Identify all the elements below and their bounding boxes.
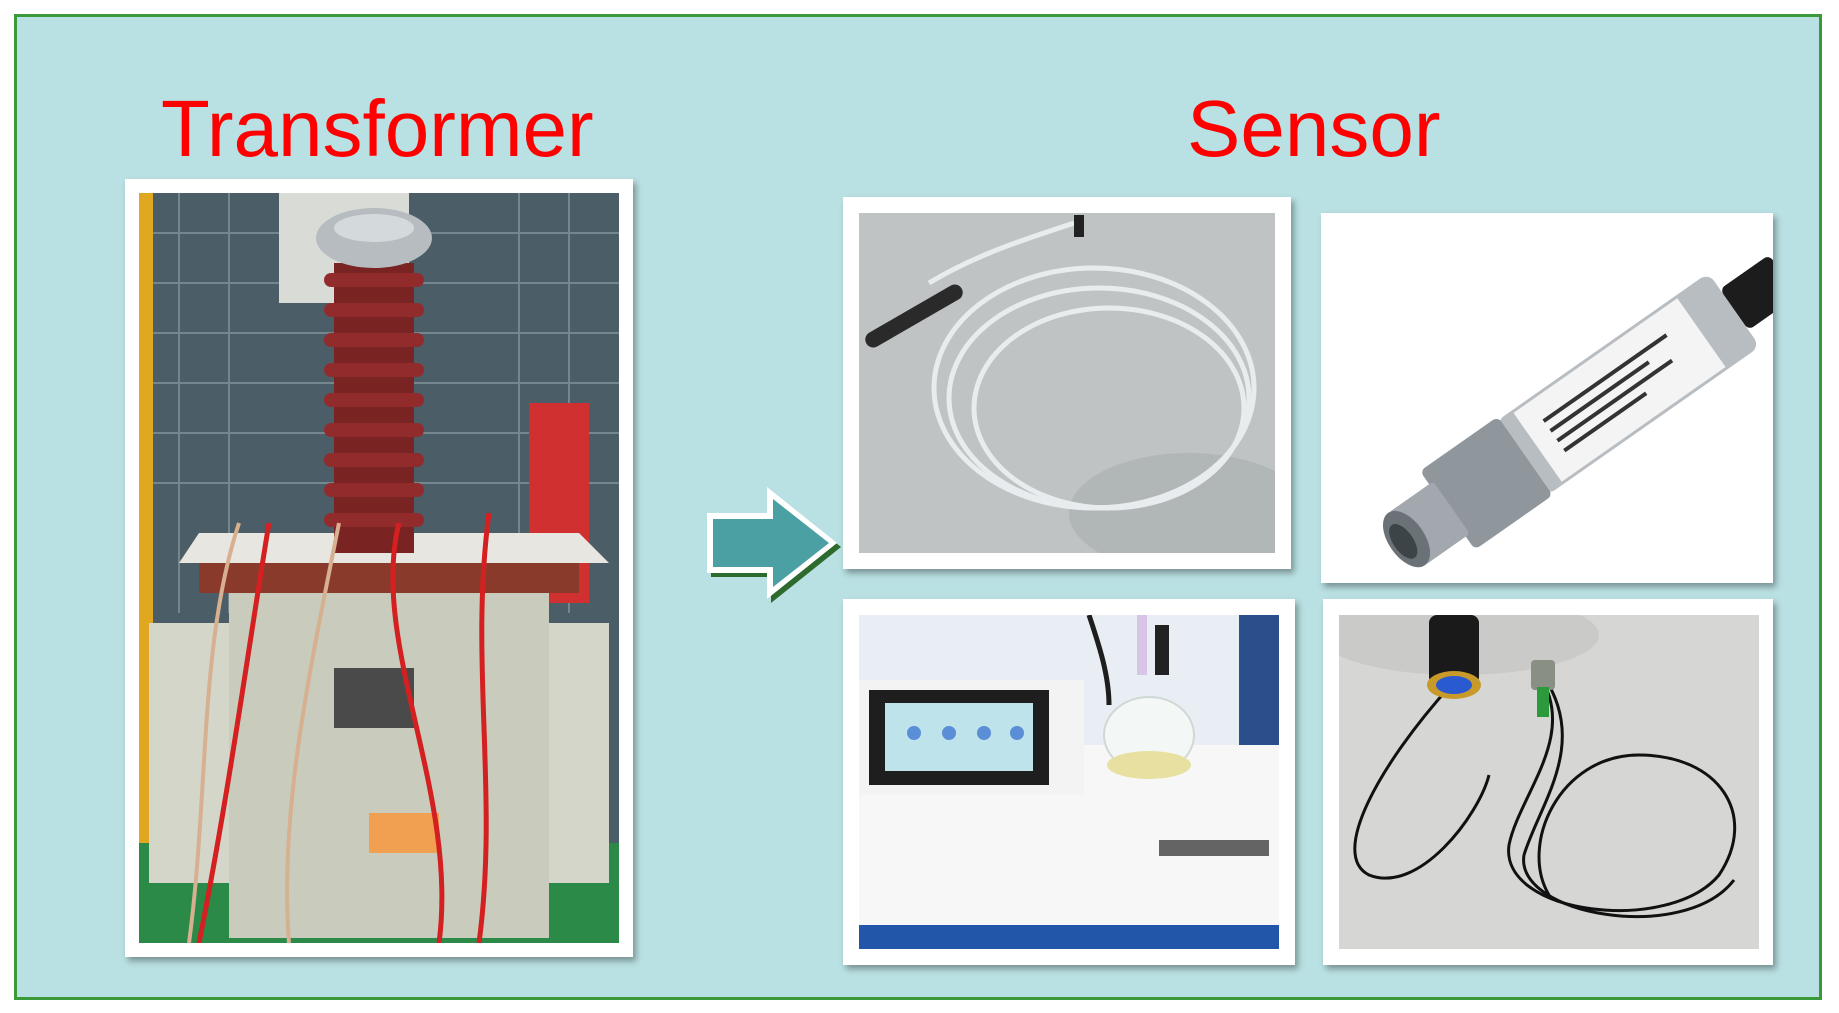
transformer-heading: Transformer xyxy=(161,84,594,173)
sensor-heading: Sensor xyxy=(1187,84,1441,173)
temperature-probe-image xyxy=(859,213,1275,553)
right-arrow-icon xyxy=(707,487,841,603)
transformer-photo-image xyxy=(139,193,619,943)
fiber-optic-sensor-image xyxy=(1339,615,1759,949)
moisture-analyzer-image xyxy=(859,615,1279,949)
temperature-probe-photo xyxy=(843,197,1291,569)
moisture-analyzer-photo xyxy=(843,599,1295,965)
slide-canvas: Transformer Sensor xyxy=(14,14,1822,1000)
pressure-transmitter-image xyxy=(1321,213,1773,583)
fiber-optic-sensor-photo xyxy=(1323,599,1773,965)
pressure-transmitter-photo xyxy=(1321,213,1773,583)
transformer-photo xyxy=(125,179,633,957)
